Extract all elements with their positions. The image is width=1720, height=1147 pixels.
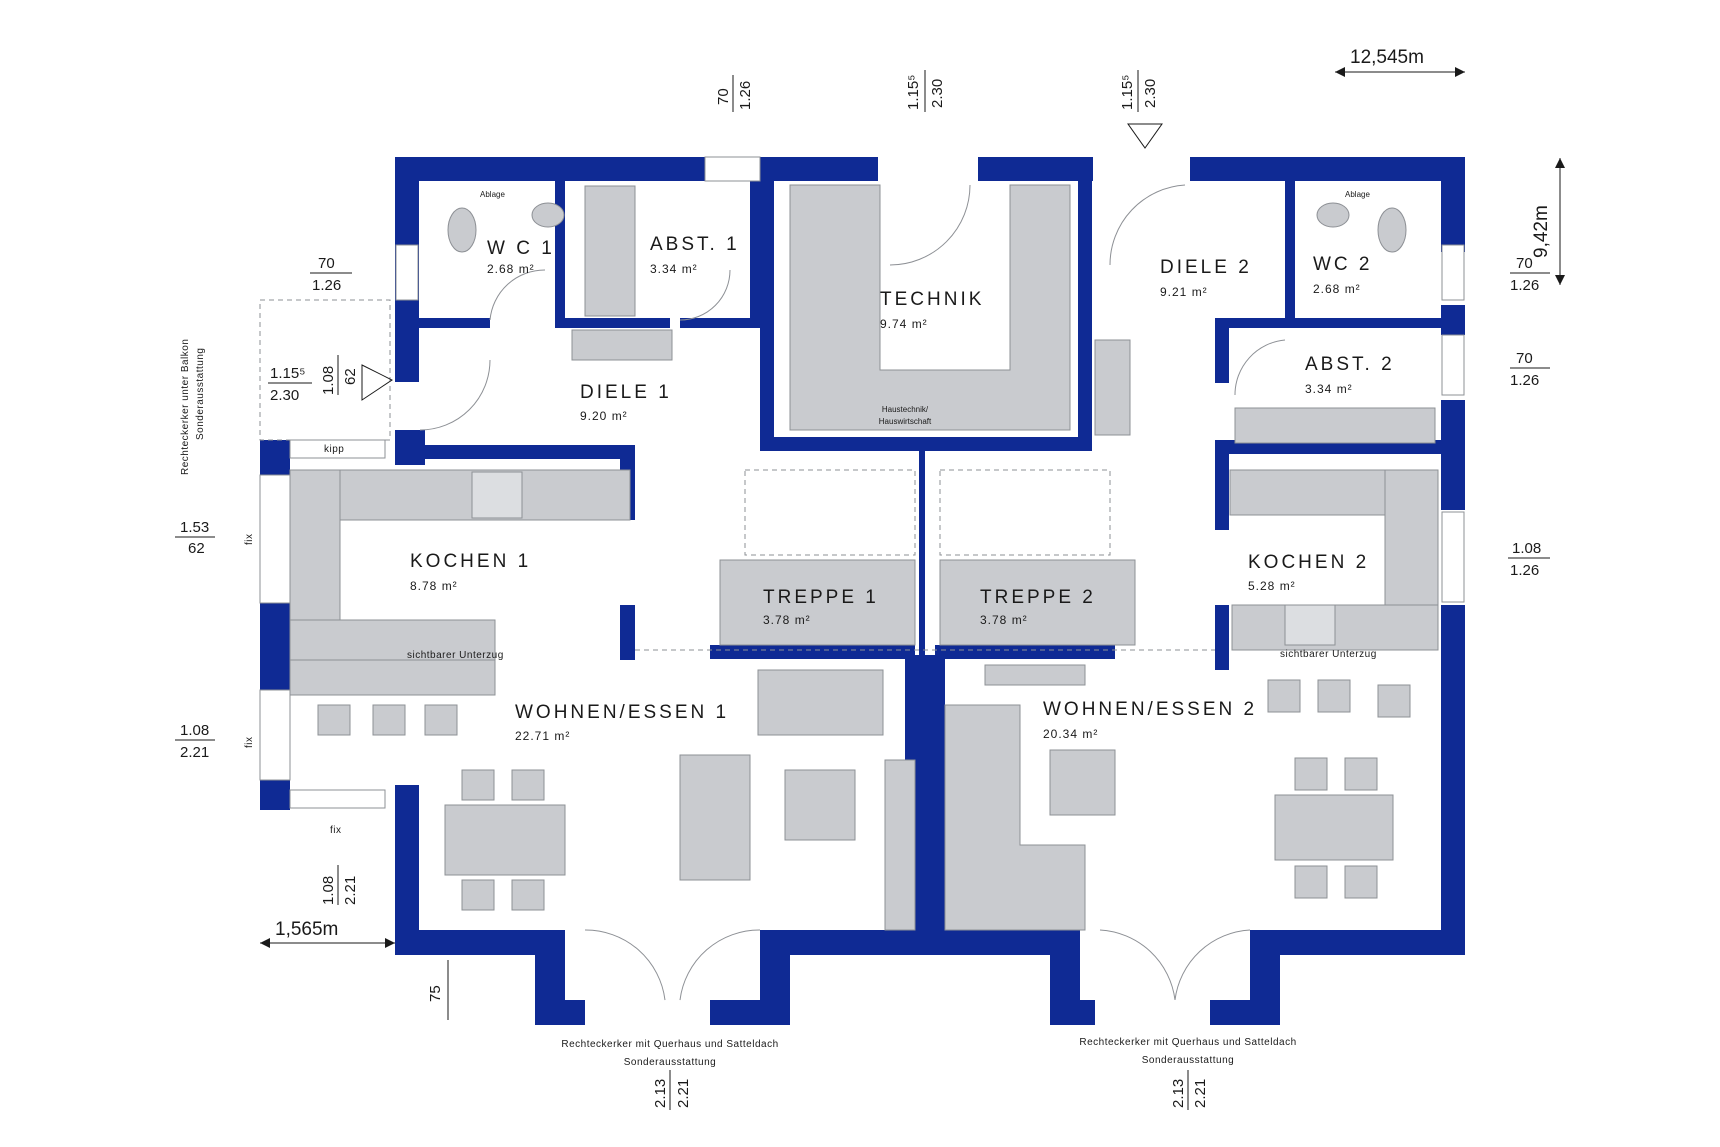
label-erker2-line1: Rechteckerker mit Querhaus und Satteldac… xyxy=(1079,1037,1296,1048)
room-area-abst2: 3.34 m² xyxy=(1305,382,1353,396)
dim-w-left1-a: 70 xyxy=(318,255,335,272)
dim-w-left5-a: 1.08 xyxy=(320,876,337,905)
dim-w-left2-a: 1.15⁵ xyxy=(270,365,305,382)
room-area-technik: 9.74 m² xyxy=(880,317,928,331)
dim-w-right2-a: 70 xyxy=(1516,350,1533,367)
dim-w-right3-a: 1.08 xyxy=(1512,540,1541,557)
annotations: Ablage Ablage Haustechnik/ Hauswirtschaf… xyxy=(180,190,1377,1068)
room-area-kochen2: 5.28 m² xyxy=(1248,579,1296,593)
room-area-treppe1: 3.78 m² xyxy=(763,613,811,627)
dim-w-bot2-a: 2.13 xyxy=(1170,1079,1187,1108)
furniture xyxy=(289,184,1439,931)
label-erker2-line2: Sonderausstattung xyxy=(1142,1055,1234,1066)
label-erker1-line2: Sonderausstattung xyxy=(624,1057,716,1068)
dim-w-right1-a: 70 xyxy=(1516,255,1533,272)
dim-w-left2-c: 1.08 xyxy=(320,366,337,395)
room-labels: W C 1 2.68 m² ABST. 1 3.34 m² TECHNIK 9.… xyxy=(410,234,1395,743)
room-area-wohnen1: 22.71 m² xyxy=(515,729,570,743)
room-area-treppe2: 3.78 m² xyxy=(980,613,1028,627)
room-area-diele2: 9.21 m² xyxy=(1160,285,1208,299)
room-name-treppe2: TREPPE 2 xyxy=(980,587,1096,608)
dim-w-right3-b: 1.26 xyxy=(1510,562,1539,579)
dim-w-right2-b: 1.26 xyxy=(1510,372,1539,389)
room-area-wc2: 2.68 m² xyxy=(1313,282,1361,296)
room-name-diele2: DIELE 2 xyxy=(1160,257,1252,278)
room-name-wohnen2: WOHNEN/ESSEN 2 xyxy=(1043,699,1257,720)
dim-w-left3-a: 1.53 xyxy=(180,519,209,536)
label-unterzug-2: sichtbarer Unterzug xyxy=(1280,649,1377,660)
dim-erker-depth: 75 xyxy=(427,985,444,1002)
label-ablage-1: Ablage xyxy=(480,190,505,199)
windows xyxy=(259,156,1465,809)
label-ablage-2: Ablage xyxy=(1345,190,1370,199)
dim-w-top2-a: 1.15⁵ xyxy=(905,75,922,110)
dim-w-left4-b: 2.21 xyxy=(180,744,209,761)
room-name-wc2: WC 2 xyxy=(1313,254,1373,275)
dim-w-left1-b: 1.26 xyxy=(312,277,341,294)
label-erker1-line1: Rechteckerker mit Querhaus und Satteldac… xyxy=(561,1039,778,1050)
dim-w-left4-a: 1.08 xyxy=(180,722,209,739)
room-name-kochen1: KOCHEN 1 xyxy=(410,551,531,572)
room-name-diele1: DIELE 1 xyxy=(580,382,672,403)
dim-w-bot1-b: 2.21 xyxy=(675,1079,692,1108)
dim-w-top2-b: 2.30 xyxy=(929,79,946,108)
room-name-kochen2: KOCHEN 2 xyxy=(1248,552,1369,573)
dim-w-top3-a: 1.15⁵ xyxy=(1119,75,1136,110)
label-haustechnik: Haustechnik/ xyxy=(882,405,929,414)
room-name-wc1: W C 1 xyxy=(487,238,555,259)
label-unterzug-1: sichtbarer Unterzug xyxy=(407,650,504,661)
label-fix-3: fix xyxy=(330,825,342,836)
room-name-technik: TECHNIK xyxy=(880,289,984,310)
dim-erker-width: 1,565m xyxy=(275,919,338,940)
dim-w-left3-b: 62 xyxy=(188,540,205,557)
room-area-wc1: 2.68 m² xyxy=(487,262,535,276)
label-balkon-line1: Rechteckerker unter Balkon xyxy=(180,339,191,475)
dim-w-bot1-a: 2.13 xyxy=(652,1079,669,1108)
dim-w-left5-b: 2.21 xyxy=(342,876,359,905)
label-fix-2: fix xyxy=(244,737,255,749)
dim-w-bot2-b: 2.21 xyxy=(1192,1079,1209,1108)
dim-total-width: 12,545m xyxy=(1350,47,1424,68)
room-area-wohnen2: 20.34 m² xyxy=(1043,727,1098,741)
dim-w-top1-b: 1.26 xyxy=(737,81,754,110)
label-hauswirtschaft: Hauswirtschaft xyxy=(879,417,932,426)
room-name-abst2: ABST. 2 xyxy=(1305,354,1395,375)
room-area-diele1: 9.20 m² xyxy=(580,409,628,423)
room-area-kochen1: 8.78 m² xyxy=(410,579,458,593)
dim-w-top1-a: 70 xyxy=(715,88,732,105)
room-name-treppe1: TREPPE 1 xyxy=(763,587,879,608)
dimensions: 12,545m 9,42m 1,565m 75 70 1.26 1.15⁵ 2.… xyxy=(175,47,1565,1110)
room-name-abst1: ABST. 1 xyxy=(650,234,740,255)
dim-w-left2-b: 2.30 xyxy=(270,387,299,404)
dim-w-left2-d: 62 xyxy=(342,368,359,385)
label-fix-1: fix xyxy=(244,534,255,546)
label-kipp: kipp xyxy=(324,444,344,455)
label-balkon-line2: Sonderausstattung xyxy=(195,348,206,440)
room-area-abst1: 3.34 m² xyxy=(650,262,698,276)
room-name-wohnen1: WOHNEN/ESSEN 1 xyxy=(515,702,729,723)
dim-w-right1-b: 1.26 xyxy=(1510,277,1539,294)
dim-w-top3-b: 2.30 xyxy=(1142,79,1159,108)
doors xyxy=(259,184,1286,1001)
dim-total-depth: 9,42m xyxy=(1531,205,1552,258)
